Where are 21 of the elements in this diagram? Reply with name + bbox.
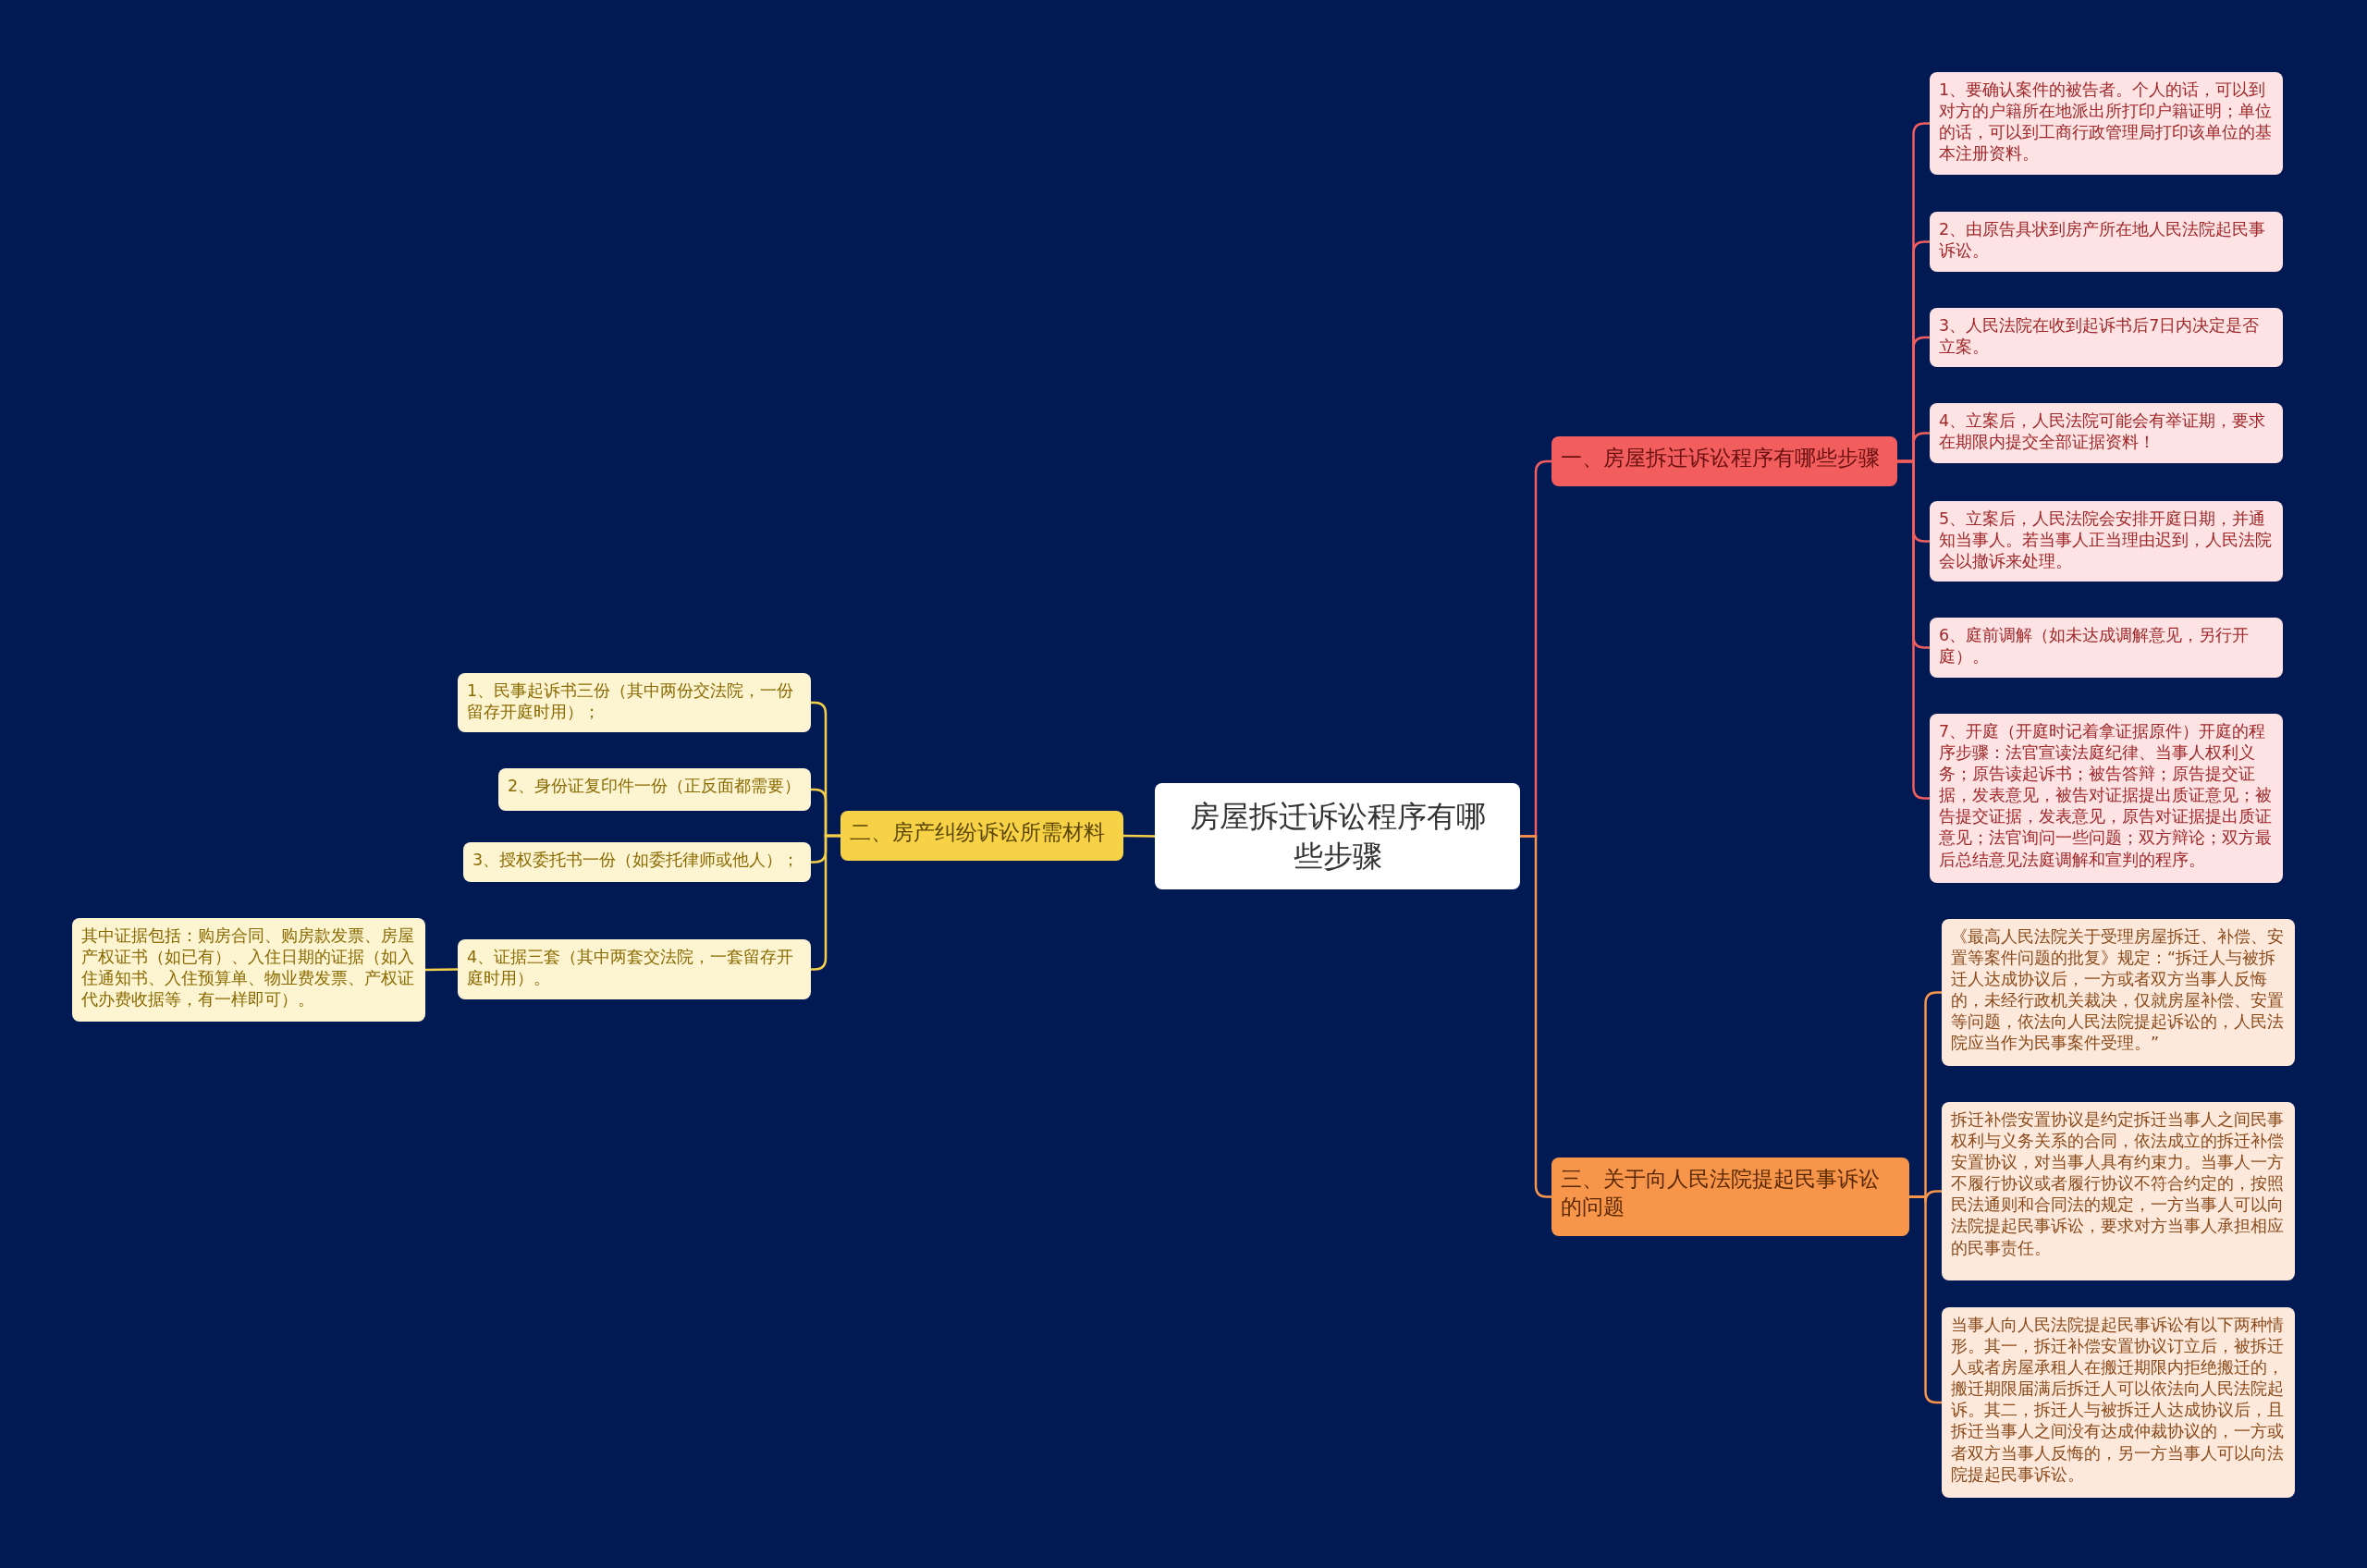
note-box: 3、授权委托书一份（如委托律师或他人）； bbox=[463, 842, 811, 882]
branch-box: 三、关于向人民法院提起民事诉讼的问题 bbox=[1551, 1158, 1909, 1236]
note-box: 4、立案后，人民法院可能会有举证期，要求在期限内提交全部证据资料！ bbox=[1930, 403, 2283, 463]
note-box: 2、由原告具状到房产所在地人民法院起民事诉讼。 bbox=[1930, 212, 2283, 272]
note-box: 其中证据包括：购房合同、购房款发票、房屋产权证书（如已有）、入住日期的证据（如入住通知书、入住预算单、物业费发票、产权证代办费收据等，有一样即可）。 bbox=[72, 918, 425, 1022]
note-box: 1、要确认案件的被告者。个人的话，可以到对方的户籍所在地派出所打印户籍证明；单位的话，可以到工商行政管理局打印该单位的基本注册资料。 bbox=[1930, 72, 2283, 175]
note-box: 5、立案后，人民法院会安排开庭日期，并通知当事人。若当事人正当理由迟到，人民法院会以撤诉来处理。 bbox=[1930, 501, 2283, 582]
note-box: 4、证据三套（其中两套交法院，一套留存开庭时用）。 bbox=[458, 939, 811, 999]
note-box: 当事人向人民法院提起民事诉讼有以下两种情形。其一，拆迁补偿安置协议订立后，被拆迁人或者房屋承租人在搬迁期限内拒绝搬迁的，搬迁期限届满后拆迁人可以依法向人民法院起诉。其二，拆迁人与被拆迁人达成协议后，且拆迁当事人之间没有达成仲裁协议的，一方或者双方当事人反悔的，另一方当事人可以向法院提起民事诉讼。 bbox=[1942, 1307, 2295, 1498]
connector-line bbox=[425, 968, 458, 972]
note-box: 2、身份证复印件一份（正反面都需要） bbox=[498, 768, 811, 811]
note-box: 6、庭前调解（如未达成调解意见，另行开庭）。 bbox=[1930, 618, 2283, 678]
branch-box: 一、房屋拆迁诉讼程序有哪些步骤 bbox=[1551, 436, 1897, 486]
note-box: 《最高人民法院关于受理房屋拆迁、补偿、安置等案件问题的批复》规定：“拆迁人与被拆迁人达成协议后，一方或者双方当事人反悔的，未经行政机关裁决，仅就房屋补偿、安置等问题，依法向人民法院提起诉讼的，人民法院应当作为民事案件受理。” bbox=[1942, 919, 2295, 1066]
note-box: 1、民事起诉书三份（其中两份交法院，一份留存开庭时用）； bbox=[458, 673, 811, 732]
note-box: 拆迁补偿安置协议是约定拆迁当事人之间民事权利与义务关系的合同，依法成立的拆迁补偿安置协议，对当事人具有约束力。当事人一方不履行协议或者履行协议不符合约定的，按照民法通则和合同法的规定，一方当事人可以向法院提起民事诉讼，要求对方当事人承担相应的民事责任。 bbox=[1942, 1102, 2295, 1280]
connector-line bbox=[1123, 834, 1155, 838]
branch-box: 二、房产纠纷诉讼所需材料 bbox=[840, 811, 1123, 861]
note-box: 3、人民法院在收到起诉书后7日内决定是否立案。 bbox=[1930, 308, 2283, 367]
central-topic-box: 房屋拆迁诉讼程序有哪些步骤 bbox=[1155, 783, 1520, 889]
note-box: 7、开庭（开庭时记着拿证据原件）开庭的程序步骤：法官宣读法庭纪律、当事人权利义务；原告读起诉书；被告答辩；原告提交证据，发表意见，被告对证据提出质证意见；被告提交证据，发表意见，原告对证据提出质证意见；法官询问一些问题；双方辩论；双方最后总结意见法庭调解和宣判的程序。 bbox=[1930, 714, 2283, 883]
